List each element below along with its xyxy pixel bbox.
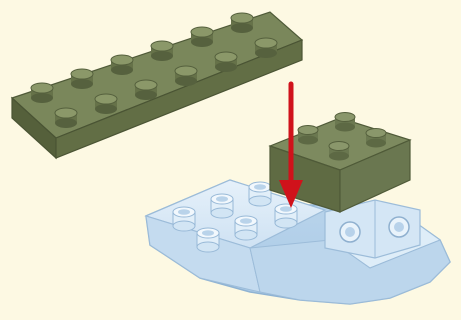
technic-hole-right-inner (394, 222, 404, 232)
green-stud (335, 113, 355, 132)
plate-stud (175, 66, 197, 86)
green-stud (329, 142, 349, 161)
technic-hole-left-inner (345, 227, 355, 237)
green-stud (366, 129, 386, 148)
plate-stud (55, 108, 77, 128)
plate-stud (31, 83, 53, 103)
blue-stud (235, 216, 257, 240)
plate-stud (111, 55, 133, 75)
plate-stud (231, 13, 253, 33)
plate-stud (151, 41, 173, 61)
blue-stud (249, 182, 271, 206)
green-stud (298, 126, 318, 145)
blue-stud (197, 228, 219, 252)
plate-stud (71, 69, 93, 89)
plate-stud (255, 38, 277, 58)
plate-stud (215, 52, 237, 72)
blue-stud (275, 204, 297, 228)
plate-stud (95, 94, 117, 114)
blue-stud (173, 207, 195, 231)
plate-stud (135, 80, 157, 100)
plate-stud (191, 27, 213, 47)
blue-stud (211, 194, 233, 218)
